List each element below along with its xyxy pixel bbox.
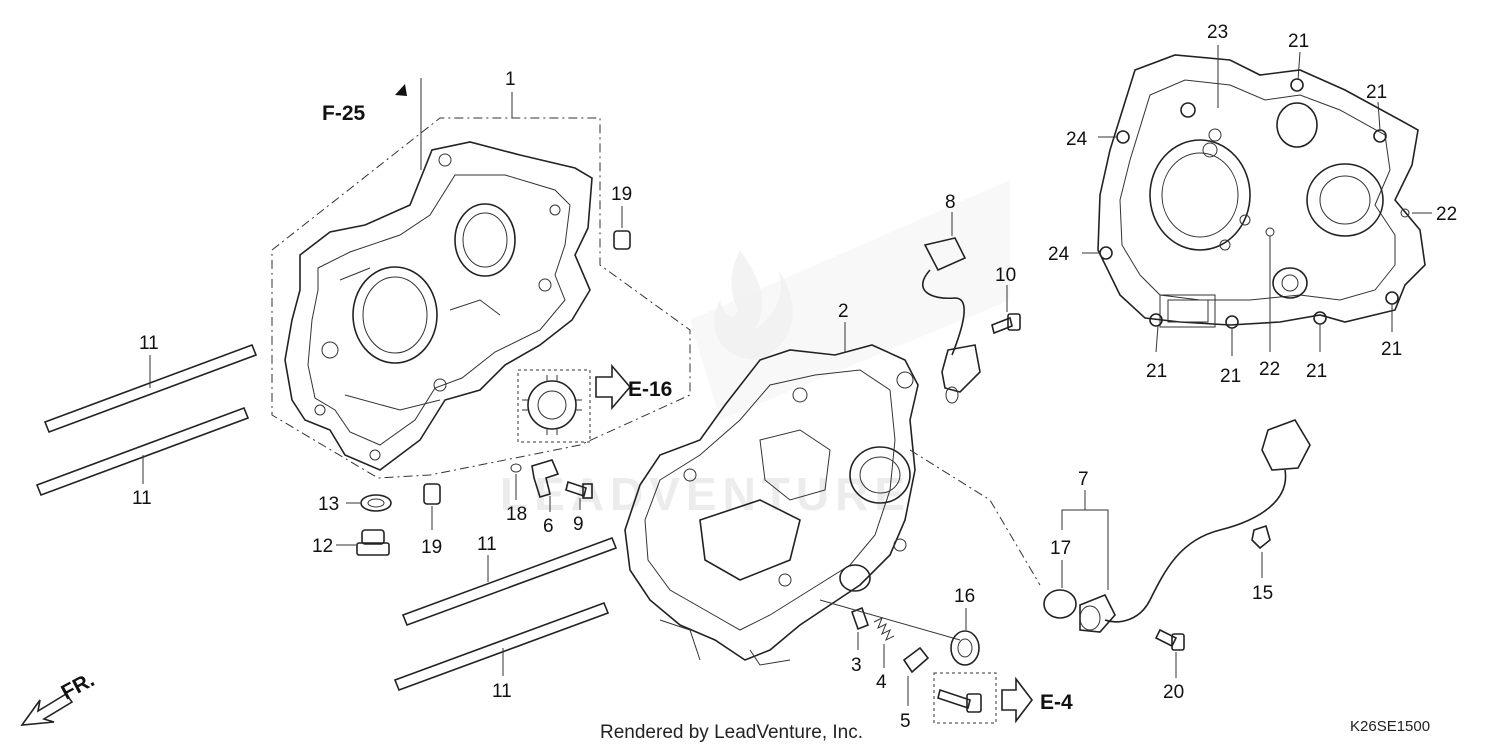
bolt-20 [1154,628,1185,651]
stud-bolt-1 [43,343,258,434]
e16-arrow-icon [595,363,632,411]
diagram-code: K26SE1500 [1350,718,1430,735]
footer-credit: Rendered by LeadVenture, Inc. [600,722,863,743]
bolt-10 [991,313,1021,335]
dowel-pin-lower [423,483,441,505]
callout-1: 1 [505,69,516,90]
flange-bolt-e4 [937,688,982,713]
stud-bolt-2 [35,406,250,497]
callout-11a: 11 [139,333,159,354]
o-ring [1043,589,1077,619]
front-label: FR. [58,668,99,704]
callout-19b: 19 [421,537,442,558]
callout-21a: 21 [1288,31,1309,52]
plate-5 [902,646,930,674]
watermark: LEADVENTURE [500,468,911,520]
callout-20: 20 [1163,682,1184,703]
sealing-washer [360,494,392,512]
reference-e16[interactable]: E-16 [628,378,672,401]
callout-21f: 21 [1381,339,1402,360]
layout-leaders [1082,45,1432,356]
callout-17: 17 [1050,538,1071,559]
callout-21b: 21 [1366,82,1387,103]
callout-16: 16 [954,586,975,607]
callout-13: 13 [318,494,339,515]
bolt-e4-box [933,672,997,724]
bolt-9 [565,480,593,499]
callout-7: 7 [1078,469,1089,490]
callout-4: 4 [876,672,887,693]
washer-18 [510,463,522,473]
e4-arrow-icon [1001,676,1034,724]
ignition-pulse-generator [1079,419,1311,633]
callout-21c: 21 [1146,361,1167,382]
wire-clip [1251,524,1271,550]
callout-11c: 11 [477,534,497,555]
callout-5: 5 [900,711,911,732]
callout-22a: 22 [1436,204,1457,225]
shading-dots [690,180,1010,420]
oil-seal [950,630,980,666]
dowel-pin-upper [613,230,631,250]
reference-e4[interactable]: E-4 [1040,691,1073,714]
drain-plug [356,529,390,556]
callout-23: 23 [1207,22,1228,43]
callout-18: 18 [506,504,527,525]
f25-arrow-icon [395,84,407,96]
setting-plate [531,459,560,498]
callout-24b: 24 [1048,244,1070,265]
callout-22b: 22 [1259,359,1280,380]
stud-bolt-4 [393,601,610,692]
right-crankcase-half [624,344,919,666]
left-crankcase-half [284,141,593,471]
callout-11b: 11 [132,488,152,509]
stud-bolt-3 [401,536,618,627]
callout-11d: 11 [492,681,512,702]
assembly-boundary-1 [271,117,691,479]
gear-e16 [517,369,591,443]
callout-8: 8 [945,192,956,213]
spring-4 [873,616,895,642]
neutral-switch-pin [850,606,870,631]
callout-15: 15 [1252,583,1273,604]
callout-9: 9 [573,514,584,535]
callout-2: 2 [838,301,849,322]
callout-3: 3 [851,655,862,676]
callout-12: 12 [312,536,333,557]
callout-10: 10 [995,265,1016,286]
callout-19a: 19 [611,184,632,205]
callout-24a: 24 [1066,129,1088,150]
callout-21e: 21 [1306,361,1327,382]
front-direction-arrow-icon [20,692,74,726]
reference-f25[interactable]: F-25 [322,102,366,125]
callout-6: 6 [543,516,554,537]
callout-21d: 21 [1220,366,1241,387]
speed-sensor [922,237,981,404]
alignment-line [909,449,1041,586]
